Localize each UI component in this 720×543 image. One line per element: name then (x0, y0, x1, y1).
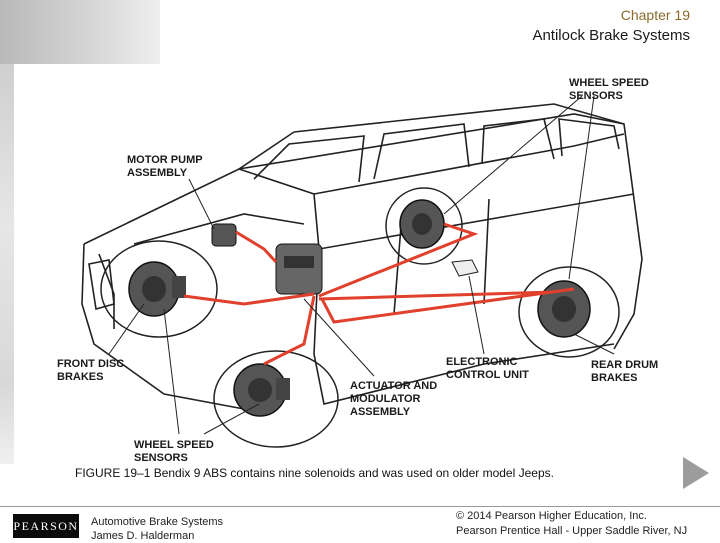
abs-diagram: WHEEL SPEED SENSORS MOTOR PUMP ASSEMBLY … (14, 64, 704, 464)
pearson-logo: PEARSON (13, 514, 79, 538)
brake-lines (183, 222, 575, 366)
label-motor-pump-1: MOTOR PUMP (127, 154, 203, 166)
front-right-disc-brake (233, 363, 290, 417)
label-wheel-speed-bottom-2: SENSORS (134, 452, 188, 464)
footer-publisher: Pearson Prentice Hall - Upper Saddle Riv… (456, 525, 688, 537)
front-left-disc-brake (128, 261, 186, 317)
label-ecu-1: ELECTRONIC (446, 356, 518, 368)
label-rear-drum-2: BRAKES (591, 372, 637, 384)
label-actuator-1: ACTUATOR AND (350, 380, 437, 392)
footer-copyright: © 2014 Pearson Higher Education, Inc. (456, 510, 647, 522)
rear-right-drum-brake (537, 280, 591, 338)
label-rear-drum-1: REAR DRUM (591, 359, 658, 371)
label-actuator-2: MODULATOR (350, 393, 421, 405)
label-wheel-speed-top-1: WHEEL SPEED (569, 77, 649, 89)
electronic-control-unit (451, 259, 479, 277)
rear-left-drum-brake (399, 199, 445, 249)
wheel-arches (100, 187, 620, 448)
footer-course: Automotive Brake Systems (91, 516, 224, 528)
label-ecu-2: CONTROL UNIT (446, 369, 529, 381)
footer-publisher-info: © 2014 Pearson Higher Education, Inc. Pe… (456, 509, 687, 539)
left-background-strip (0, 64, 14, 464)
figure-caption: FIGURE 19–1 Bendix 9 ABS contains nine s… (75, 466, 554, 480)
header-white-panel (160, 0, 485, 64)
motor-pump-assembly (211, 223, 237, 247)
label-front-disc-2: BRAKES (57, 371, 103, 383)
actuator-modulator-assembly (275, 243, 323, 295)
label-motor-pump-2: ASSEMBLY (127, 167, 188, 179)
leader-lines (108, 95, 615, 435)
slide-title: Antilock Brake Systems (532, 27, 690, 44)
footer-author: James D. Halderman (91, 530, 195, 542)
next-slide-icon[interactable] (683, 457, 709, 489)
footer-book-info: Automotive Brake Systems James D. Halder… (91, 515, 223, 543)
label-front-disc-1: FRONT DISC (57, 358, 124, 370)
label-actuator-3: ASSEMBLY (350, 406, 411, 418)
jeep-abs-illustration: WHEEL SPEED SENSORS MOTOR PUMP ASSEMBLY … (57, 77, 658, 464)
footer-divider (0, 506, 720, 507)
vehicle-outline (81, 103, 643, 410)
label-wheel-speed-top-2: SENSORS (569, 90, 623, 102)
label-wheel-speed-bottom-1: WHEEL SPEED (134, 439, 214, 451)
chapter-number: Chapter 19 (620, 7, 690, 23)
